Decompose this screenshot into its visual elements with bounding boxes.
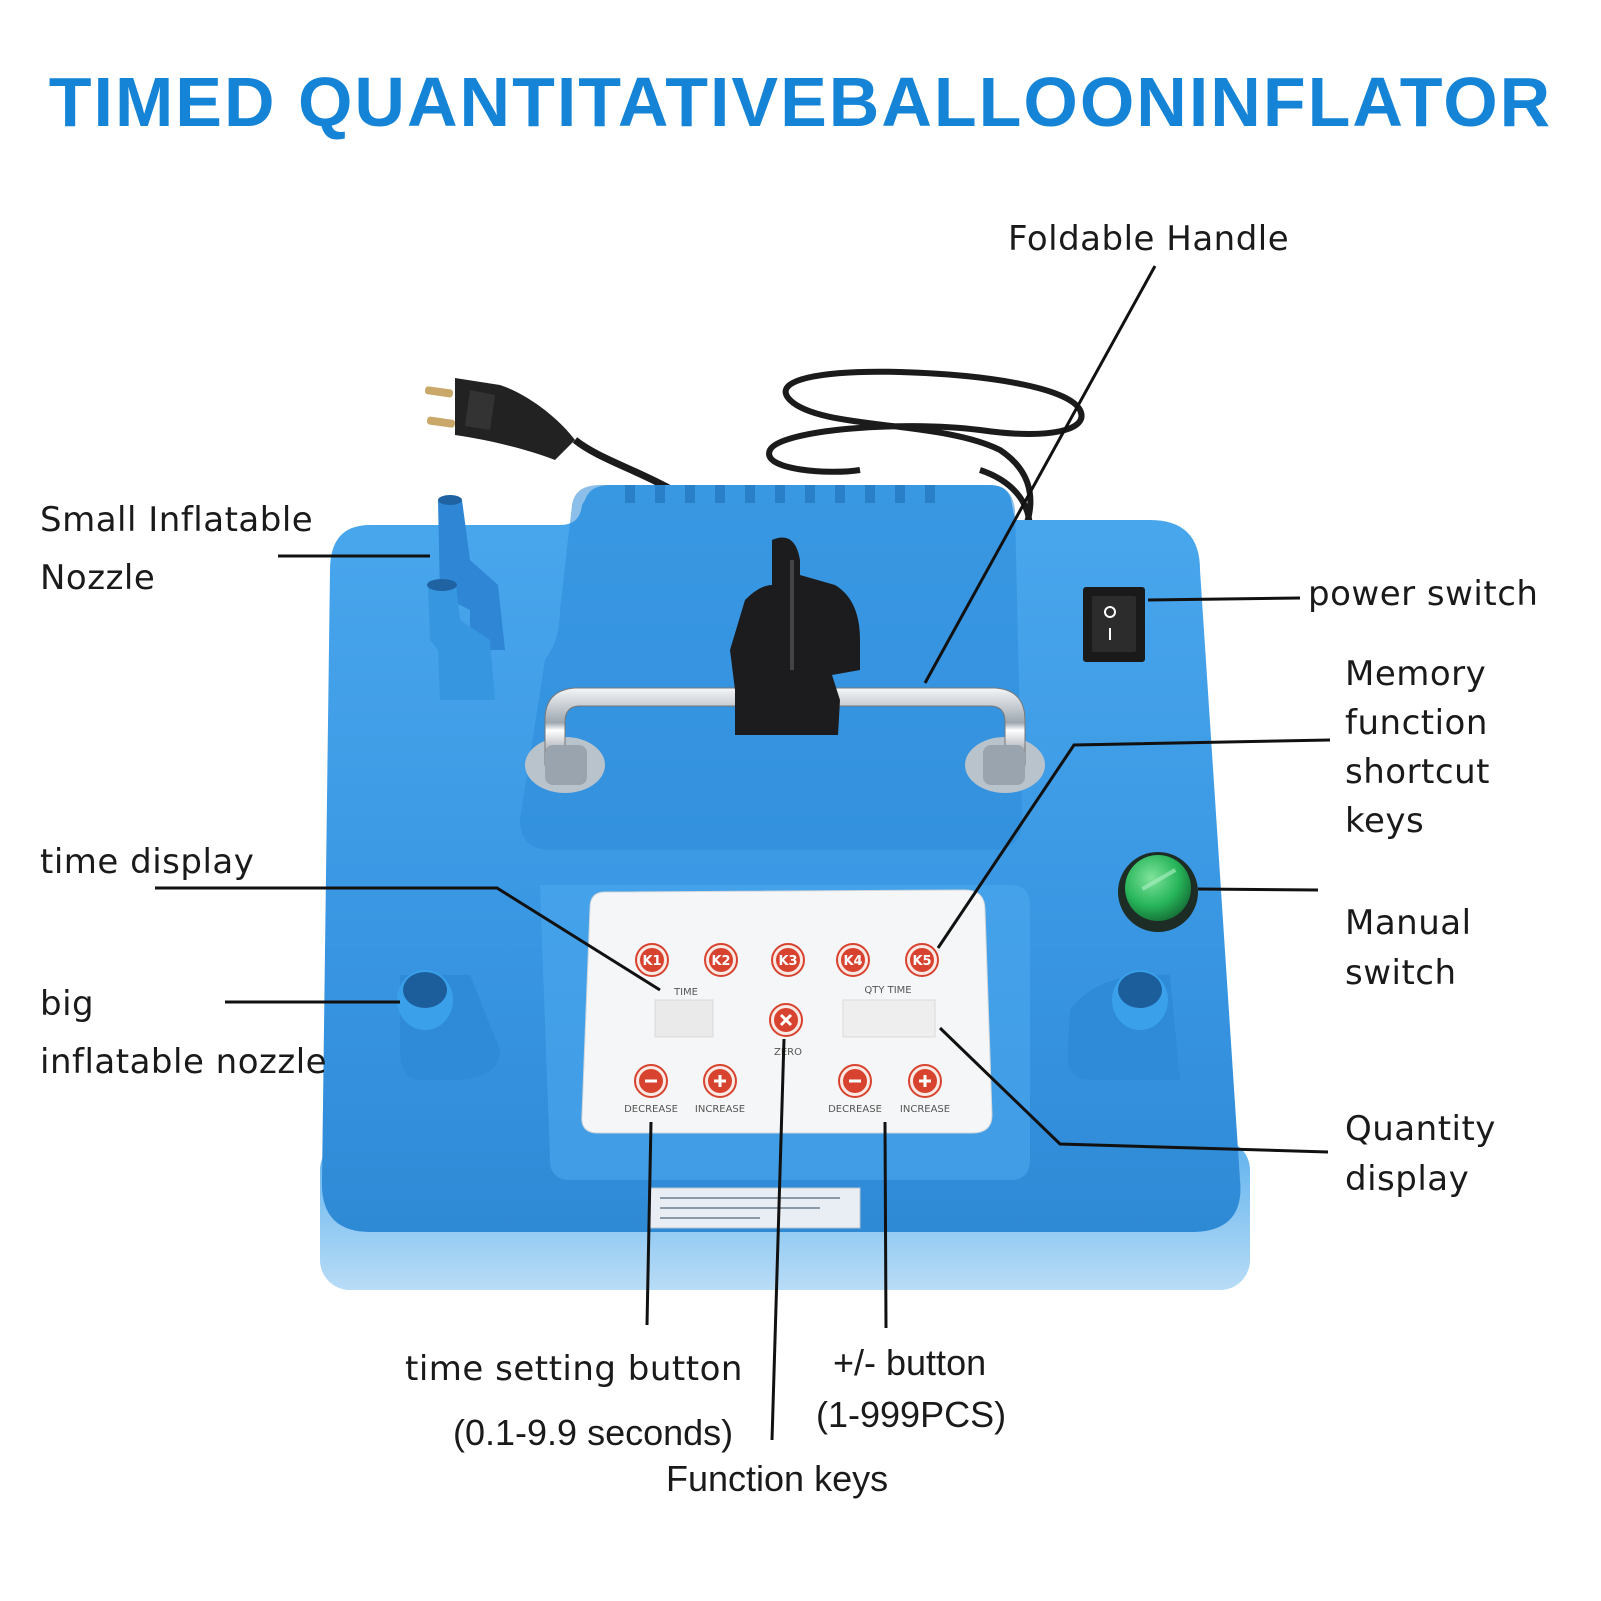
- big-nozzle-left: [397, 970, 500, 1080]
- panel-time-caption: TIME: [673, 987, 698, 998]
- label-plus-minus-range: (1-999PCS): [816, 1394, 1007, 1435]
- time-decrease-key[interactable]: [634, 1064, 668, 1098]
- label-time-setting-range: (0.1-9.9 seconds): [453, 1412, 734, 1453]
- leader-quantity-display: [938, 1026, 1329, 1154]
- panel-zero-caption: ZERO: [774, 1047, 802, 1058]
- big-nozzle-right: [1067, 970, 1180, 1080]
- label-small-nozzle-line1: Small Inflatable: [40, 500, 314, 540]
- small-nozzle-pair: [427, 495, 505, 700]
- label-big-nozzle: big inflatable nozzle: [40, 975, 327, 1091]
- label-manual-switch: Manual switch: [1345, 898, 1472, 998]
- label-memory-line2: function: [1345, 703, 1488, 743]
- label-power-switch: power switch: [1308, 574, 1539, 614]
- label-memory-line1: Memory: [1345, 654, 1487, 694]
- memory-key-k5[interactable]: K5: [905, 943, 939, 977]
- time-increase-key[interactable]: [703, 1064, 737, 1098]
- panel-time-increase-caption: INCREASE: [695, 1104, 745, 1115]
- label-memory-line4: keys: [1345, 801, 1425, 841]
- panel-time-decrease-caption: DECREASE: [624, 1104, 678, 1115]
- label-plus-minus-button: +/- button: [833, 1342, 987, 1383]
- label-small-nozzle: Small Inflatable Nozzle: [40, 491, 313, 607]
- leader-time-setting: [645, 1121, 653, 1326]
- leader-manual-switch: [1197, 887, 1319, 892]
- svg-text:K2: K2: [711, 954, 730, 969]
- page-title: TIMED QUANTITATIVEBALLOONINFLATOR: [48, 63, 1553, 141]
- memory-key-k4[interactable]: K4: [836, 943, 870, 977]
- qty-increase-key[interactable]: [908, 1064, 942, 1098]
- label-quantity-line1: Quantity: [1345, 1109, 1496, 1149]
- label-time-display: time display: [40, 842, 255, 882]
- label-foldable-handle: Foldable Handle: [1008, 219, 1290, 259]
- memory-key-k3[interactable]: K3: [771, 943, 805, 977]
- label-manual-line1: Manual: [1345, 903, 1472, 943]
- label-big-nozzle-line2: inflatable nozzle: [40, 1042, 328, 1082]
- label-quantity-line2: display: [1345, 1159, 1470, 1199]
- leader-function-keys: [770, 1038, 786, 1441]
- memory-key-k1[interactable]: K1: [635, 943, 669, 977]
- eu-plug-icon: [424, 378, 575, 460]
- svg-text:K1: K1: [642, 954, 661, 969]
- leader-foldable-handle: [923, 265, 1157, 684]
- leader-time-display: [155, 886, 661, 992]
- label-time-setting-button: time setting button: [405, 1349, 743, 1389]
- rocker-switch-icon: [1083, 587, 1145, 662]
- svg-text:K4: K4: [843, 954, 862, 969]
- label-memory-keys: Memory function shortcut keys: [1345, 650, 1490, 846]
- foldable-handle: [525, 537, 1045, 793]
- qty-decrease-key[interactable]: [838, 1064, 872, 1098]
- label-small-nozzle-line2: Nozzle: [40, 558, 156, 598]
- memory-key-k2[interactable]: K2: [704, 943, 738, 977]
- svg-text:K3: K3: [778, 954, 797, 969]
- zero-key[interactable]: [769, 1003, 803, 1037]
- label-memory-line3: shortcut: [1345, 752, 1490, 792]
- leader-lines: [155, 265, 1331, 1441]
- label-manual-line2: switch: [1345, 953, 1457, 993]
- svg-text:K5: K5: [912, 954, 931, 969]
- panel-qty-decrease-caption: DECREASE: [828, 1104, 882, 1115]
- panel-qty-increase-caption: INCREASE: [900, 1104, 950, 1115]
- green-button-icon: [1118, 852, 1198, 932]
- leader-power-switch: [1147, 596, 1301, 602]
- label-big-nozzle-line1: big: [40, 984, 95, 1024]
- panel-qty-caption: QTY TIME: [864, 985, 911, 996]
- label-quantity-display: Quantity display: [1345, 1104, 1496, 1204]
- leader-plus-minus: [883, 1121, 888, 1329]
- leader-memory-keys: [936, 738, 1331, 949]
- label-function-keys: Function keys: [666, 1458, 889, 1499]
